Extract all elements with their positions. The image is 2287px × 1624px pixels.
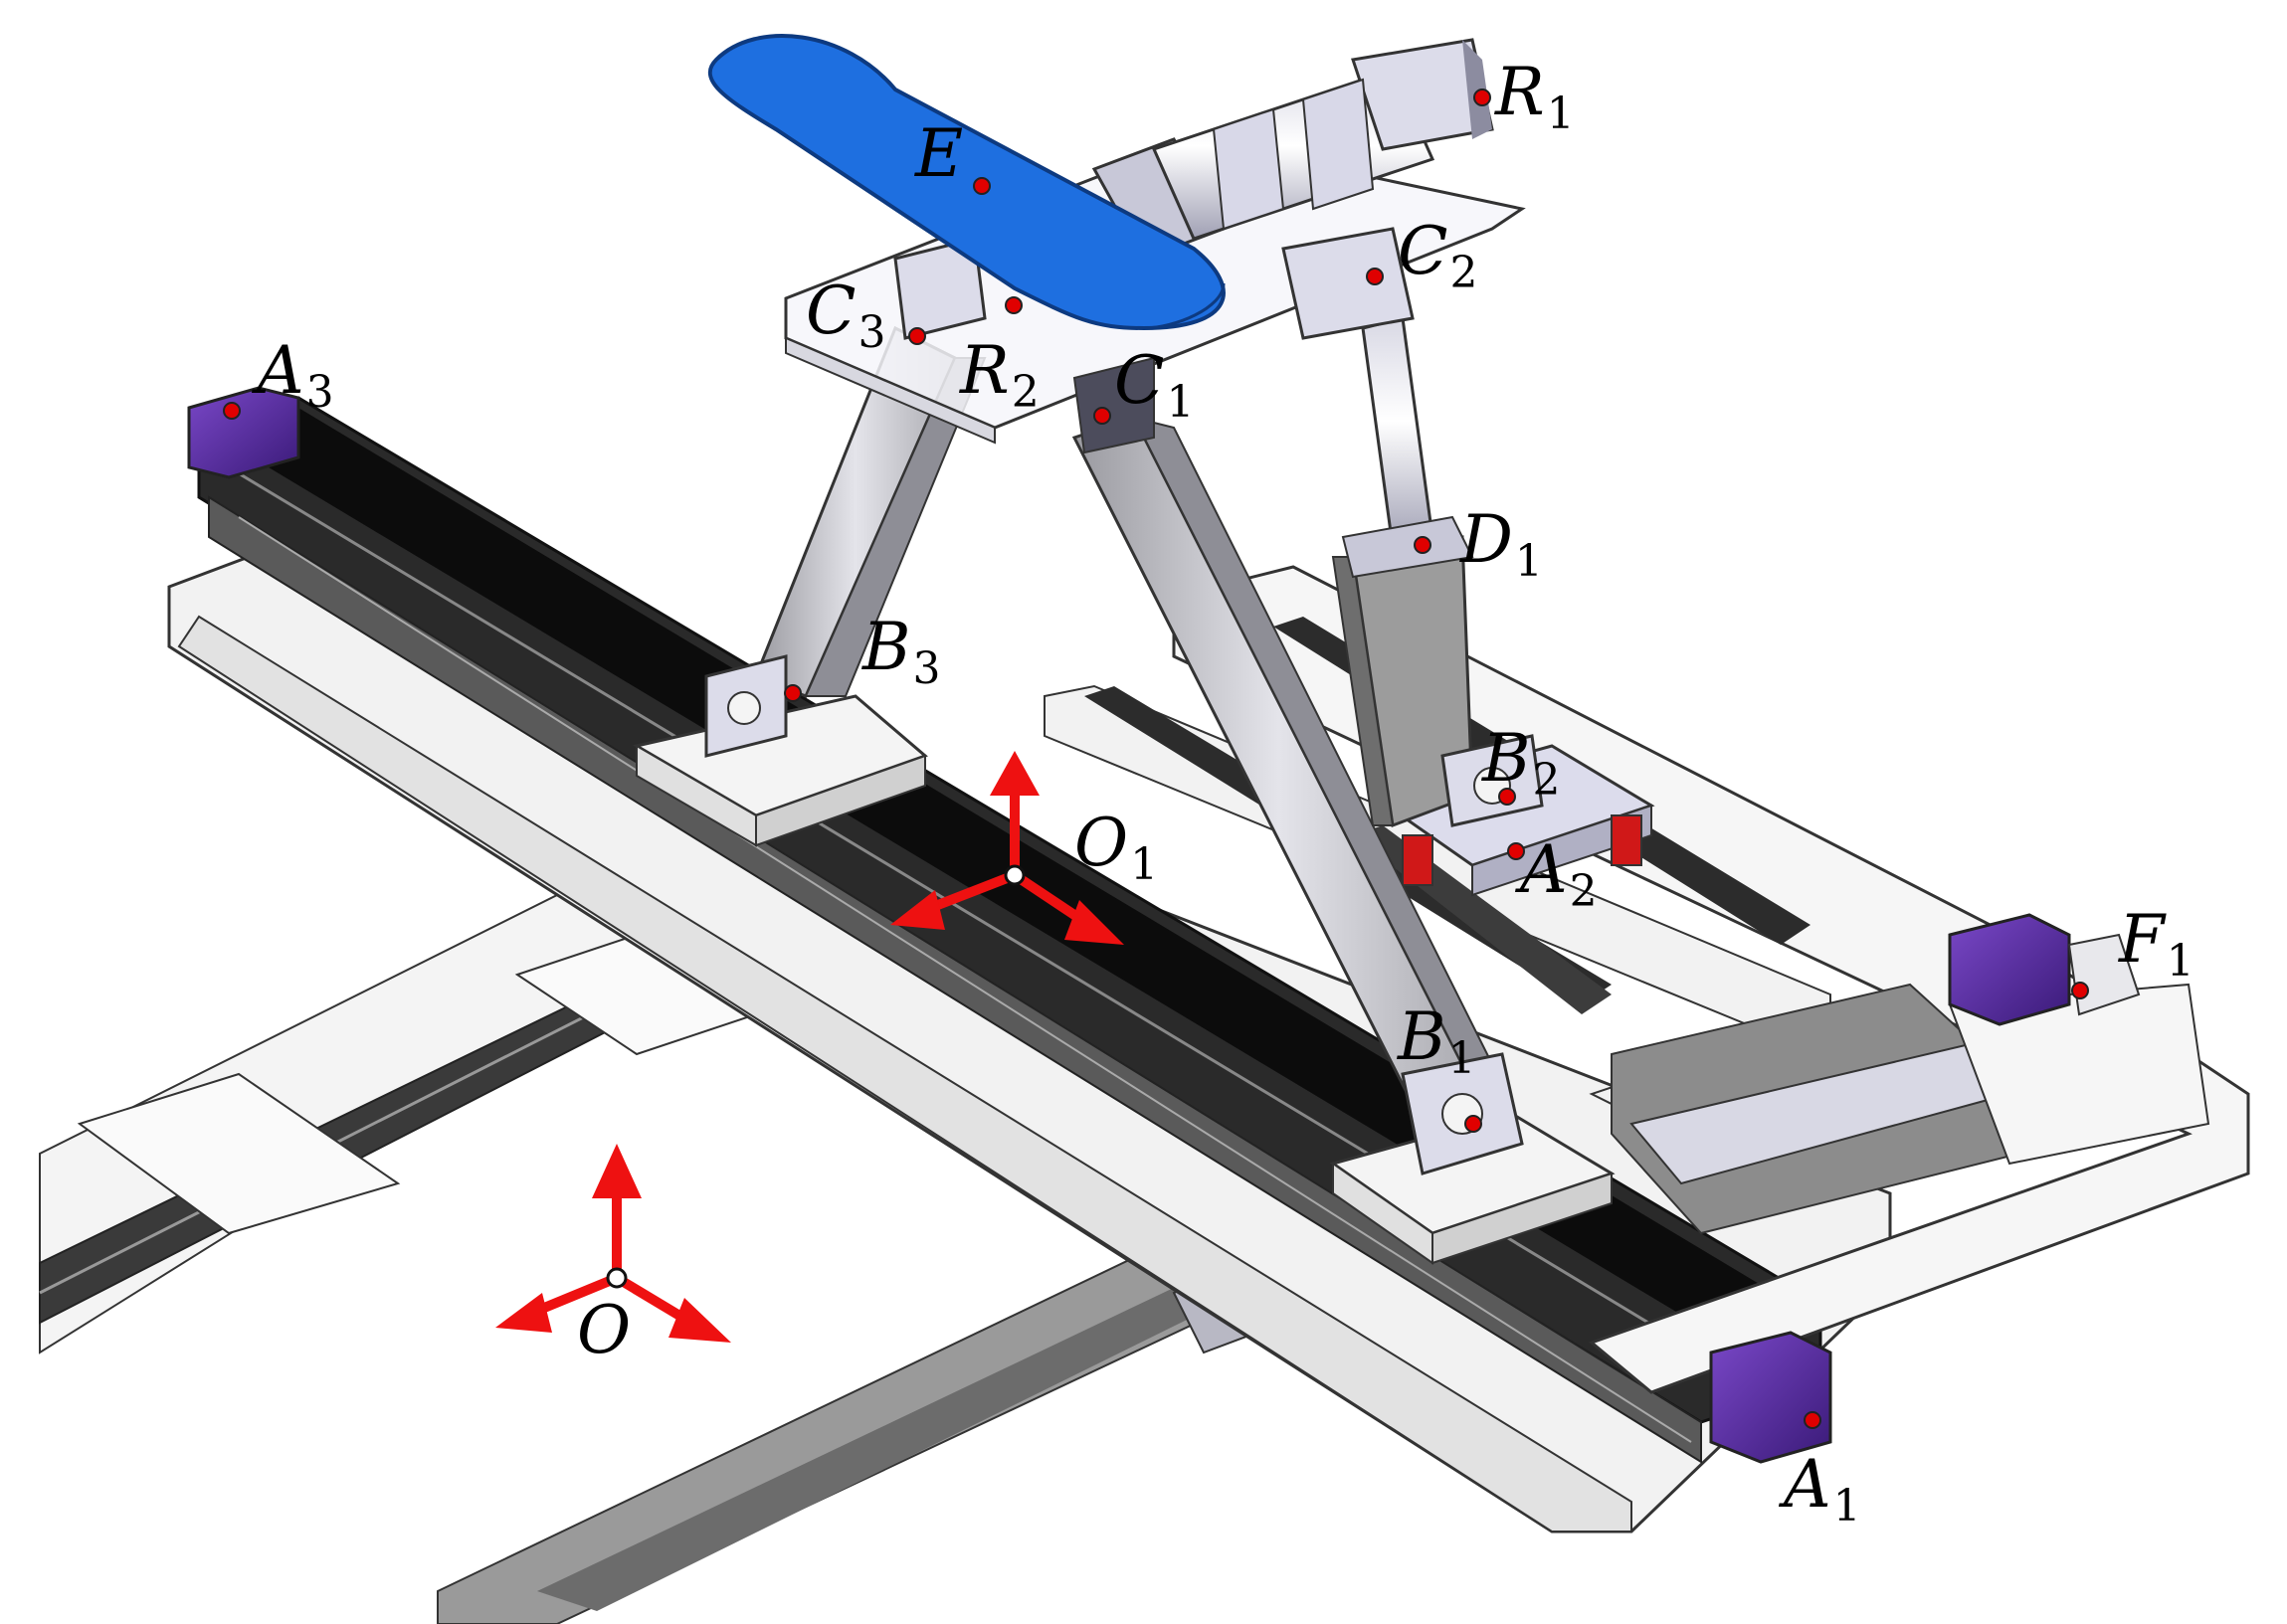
label-c3: C3 [806,272,886,358]
marker-r2 [1005,296,1023,314]
label-a2: A2 [1520,831,1598,917]
rotation-motor-r1 [1091,38,1494,261]
marker-c1 [1093,407,1111,425]
marker-b1 [1464,1115,1482,1133]
joint-b3 [704,654,788,758]
frame-o-axes [495,1144,731,1343]
carriage-b3 [632,694,928,847]
marker-r1 [1473,89,1491,106]
label-e: E [915,115,964,192]
label-b2: B2 [1482,720,1561,806]
label-o: O [577,1292,632,1368]
label-r2: R2 [960,332,1040,418]
marker-b2 [1498,788,1516,806]
marker-c3 [908,327,926,345]
end-effector-board [707,34,1226,331]
marker-e [973,177,991,195]
marker-c2 [1366,268,1384,285]
marker-a1 [1804,1411,1821,1429]
label-d1: D1 [1460,501,1543,587]
marker-a2 [1507,842,1525,860]
marker-f1 [2071,982,2089,999]
label-a3: A3 [257,332,334,418]
label-o1: O1 [1074,805,1159,890]
label-r1: R1 [1495,54,1575,139]
label-f1: F1 [2119,901,2194,987]
frame-o1-axes [890,751,1124,945]
marker-b3 [784,684,802,702]
marker-a3 [223,402,241,420]
label-a1: A1 [1784,1446,1861,1532]
motor-f1 [1948,913,2141,1026]
leg-d1-b2 [1331,316,1474,828]
label-b3: B3 [862,609,941,694]
motor-a3 [187,386,300,479]
label-c1: C1 [1114,342,1195,428]
origin-o1-point [1004,864,1026,886]
point-markers [223,89,2089,1429]
origin-o-point [606,1267,628,1289]
label-c2: C2 [1398,213,1478,298]
motor-a1 [1709,1331,1832,1464]
label-b1: B1 [1398,998,1476,1084]
marker-d1 [1414,536,1431,554]
carriage-b1 [1329,1112,1616,1265]
